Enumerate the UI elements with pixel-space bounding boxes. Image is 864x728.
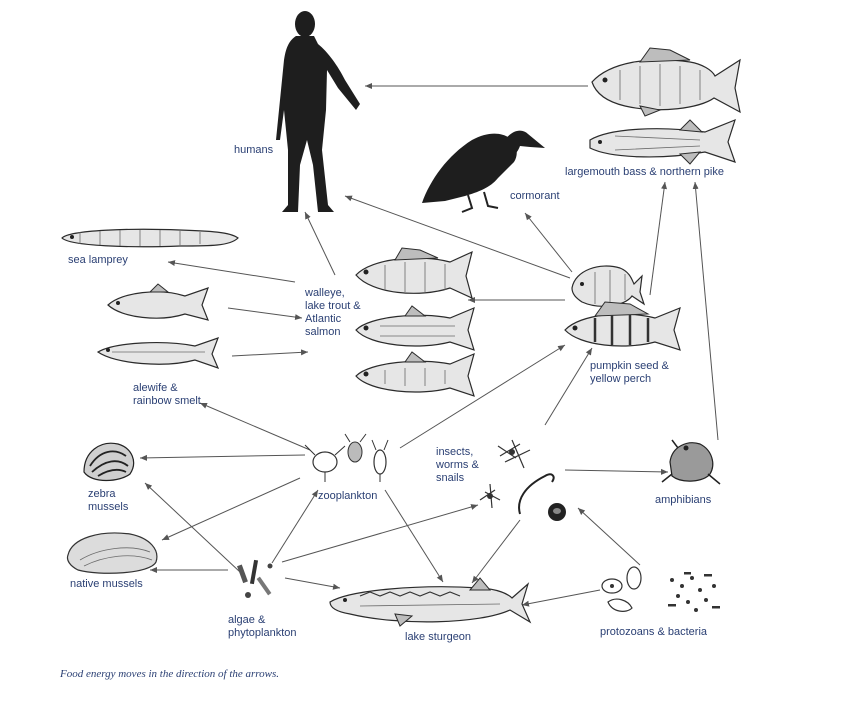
alewife-icon (108, 284, 208, 320)
northern-pike-icon (590, 120, 735, 164)
arrow-zooplankton-to-zebra (140, 455, 305, 458)
label-alewife: alewife & rainbow smelt (133, 382, 201, 408)
atlantic-salmon-icon (356, 352, 474, 396)
label-zebra: zebra mussels (88, 488, 128, 514)
label-cormorant: cormorant (510, 190, 560, 203)
arrow-perch-to-cormorant (525, 213, 572, 272)
arrow-perch-to-pike (650, 182, 665, 295)
yellow-perch-icon (565, 302, 680, 350)
arrow-smelt-to-walleye (232, 352, 308, 356)
walleye-icon (356, 248, 472, 298)
arrow-algae-to-sturgeon (285, 578, 340, 588)
amphibian-frog-icon (662, 440, 720, 484)
lake-trout-icon (356, 306, 474, 350)
insects-worms-snails-icon (480, 440, 566, 521)
arrow-zooplankton-to-perch (400, 345, 565, 448)
zooplankton-icon (305, 434, 388, 482)
label-algae: algae & phytoplankton (228, 614, 297, 640)
arrow-algae-to-zooplankton (272, 490, 318, 563)
arrow-zooplankton-to-sturgeon (385, 490, 443, 582)
label-sturgeon: lake sturgeon (405, 631, 471, 644)
lake-sturgeon-icon (330, 578, 530, 626)
sea-lamprey-icon (62, 229, 238, 246)
rainbow-smelt-icon (98, 338, 218, 368)
label-protozoans: protozoans & bacteria (600, 626, 707, 639)
label-sea-lamprey: sea lamprey (68, 254, 128, 267)
arrow-insects-to-sturgeon (472, 520, 520, 583)
native-mussels-icon (67, 533, 156, 573)
arrow-zooplankton-to-alewife (200, 403, 310, 450)
arrow-walleye-to-lamprey (168, 262, 295, 282)
pumpkinseed-icon (572, 266, 644, 306)
label-bass-pike: largemouth bass & northern pike (565, 166, 724, 179)
protozoans-bacteria-icon (602, 567, 720, 612)
label-pumpkinseed: pumpkin seed & yellow perch (590, 360, 669, 386)
arrow-insects-to-perch (545, 348, 592, 425)
arrow-protozoans-to-snail (578, 508, 640, 565)
label-insects: insects, worms & snails (436, 446, 479, 485)
label-walleye: walleye, lake trout & Atlantic salmon (305, 287, 361, 339)
caption: Food energy moves in the direction of th… (60, 668, 279, 680)
arrow-algae-to-zebra (145, 483, 240, 572)
label-zooplankton: zooplankton (318, 490, 377, 503)
arrow-zooplankton-to-native (162, 478, 300, 540)
label-amphibians: amphibians (655, 494, 711, 507)
zebra-mussels-icon (84, 443, 134, 480)
human-silhouette-icon (276, 11, 360, 212)
algae-phytoplankton-icon (237, 560, 272, 598)
arrow-amphibians-to-pike (695, 182, 718, 440)
label-native-mussels: native mussels (70, 578, 143, 591)
arrow-protozoans-to-sturgeon (522, 590, 600, 605)
arrow-walleye-to-humans (305, 212, 335, 275)
label-humans: humans (234, 144, 273, 157)
largemouth-bass-icon (592, 48, 740, 116)
arrow-insects-to-amphibians (565, 470, 668, 472)
arrow-alewife-to-walleye (228, 308, 302, 318)
arrow-algae-to-insects (282, 505, 478, 562)
